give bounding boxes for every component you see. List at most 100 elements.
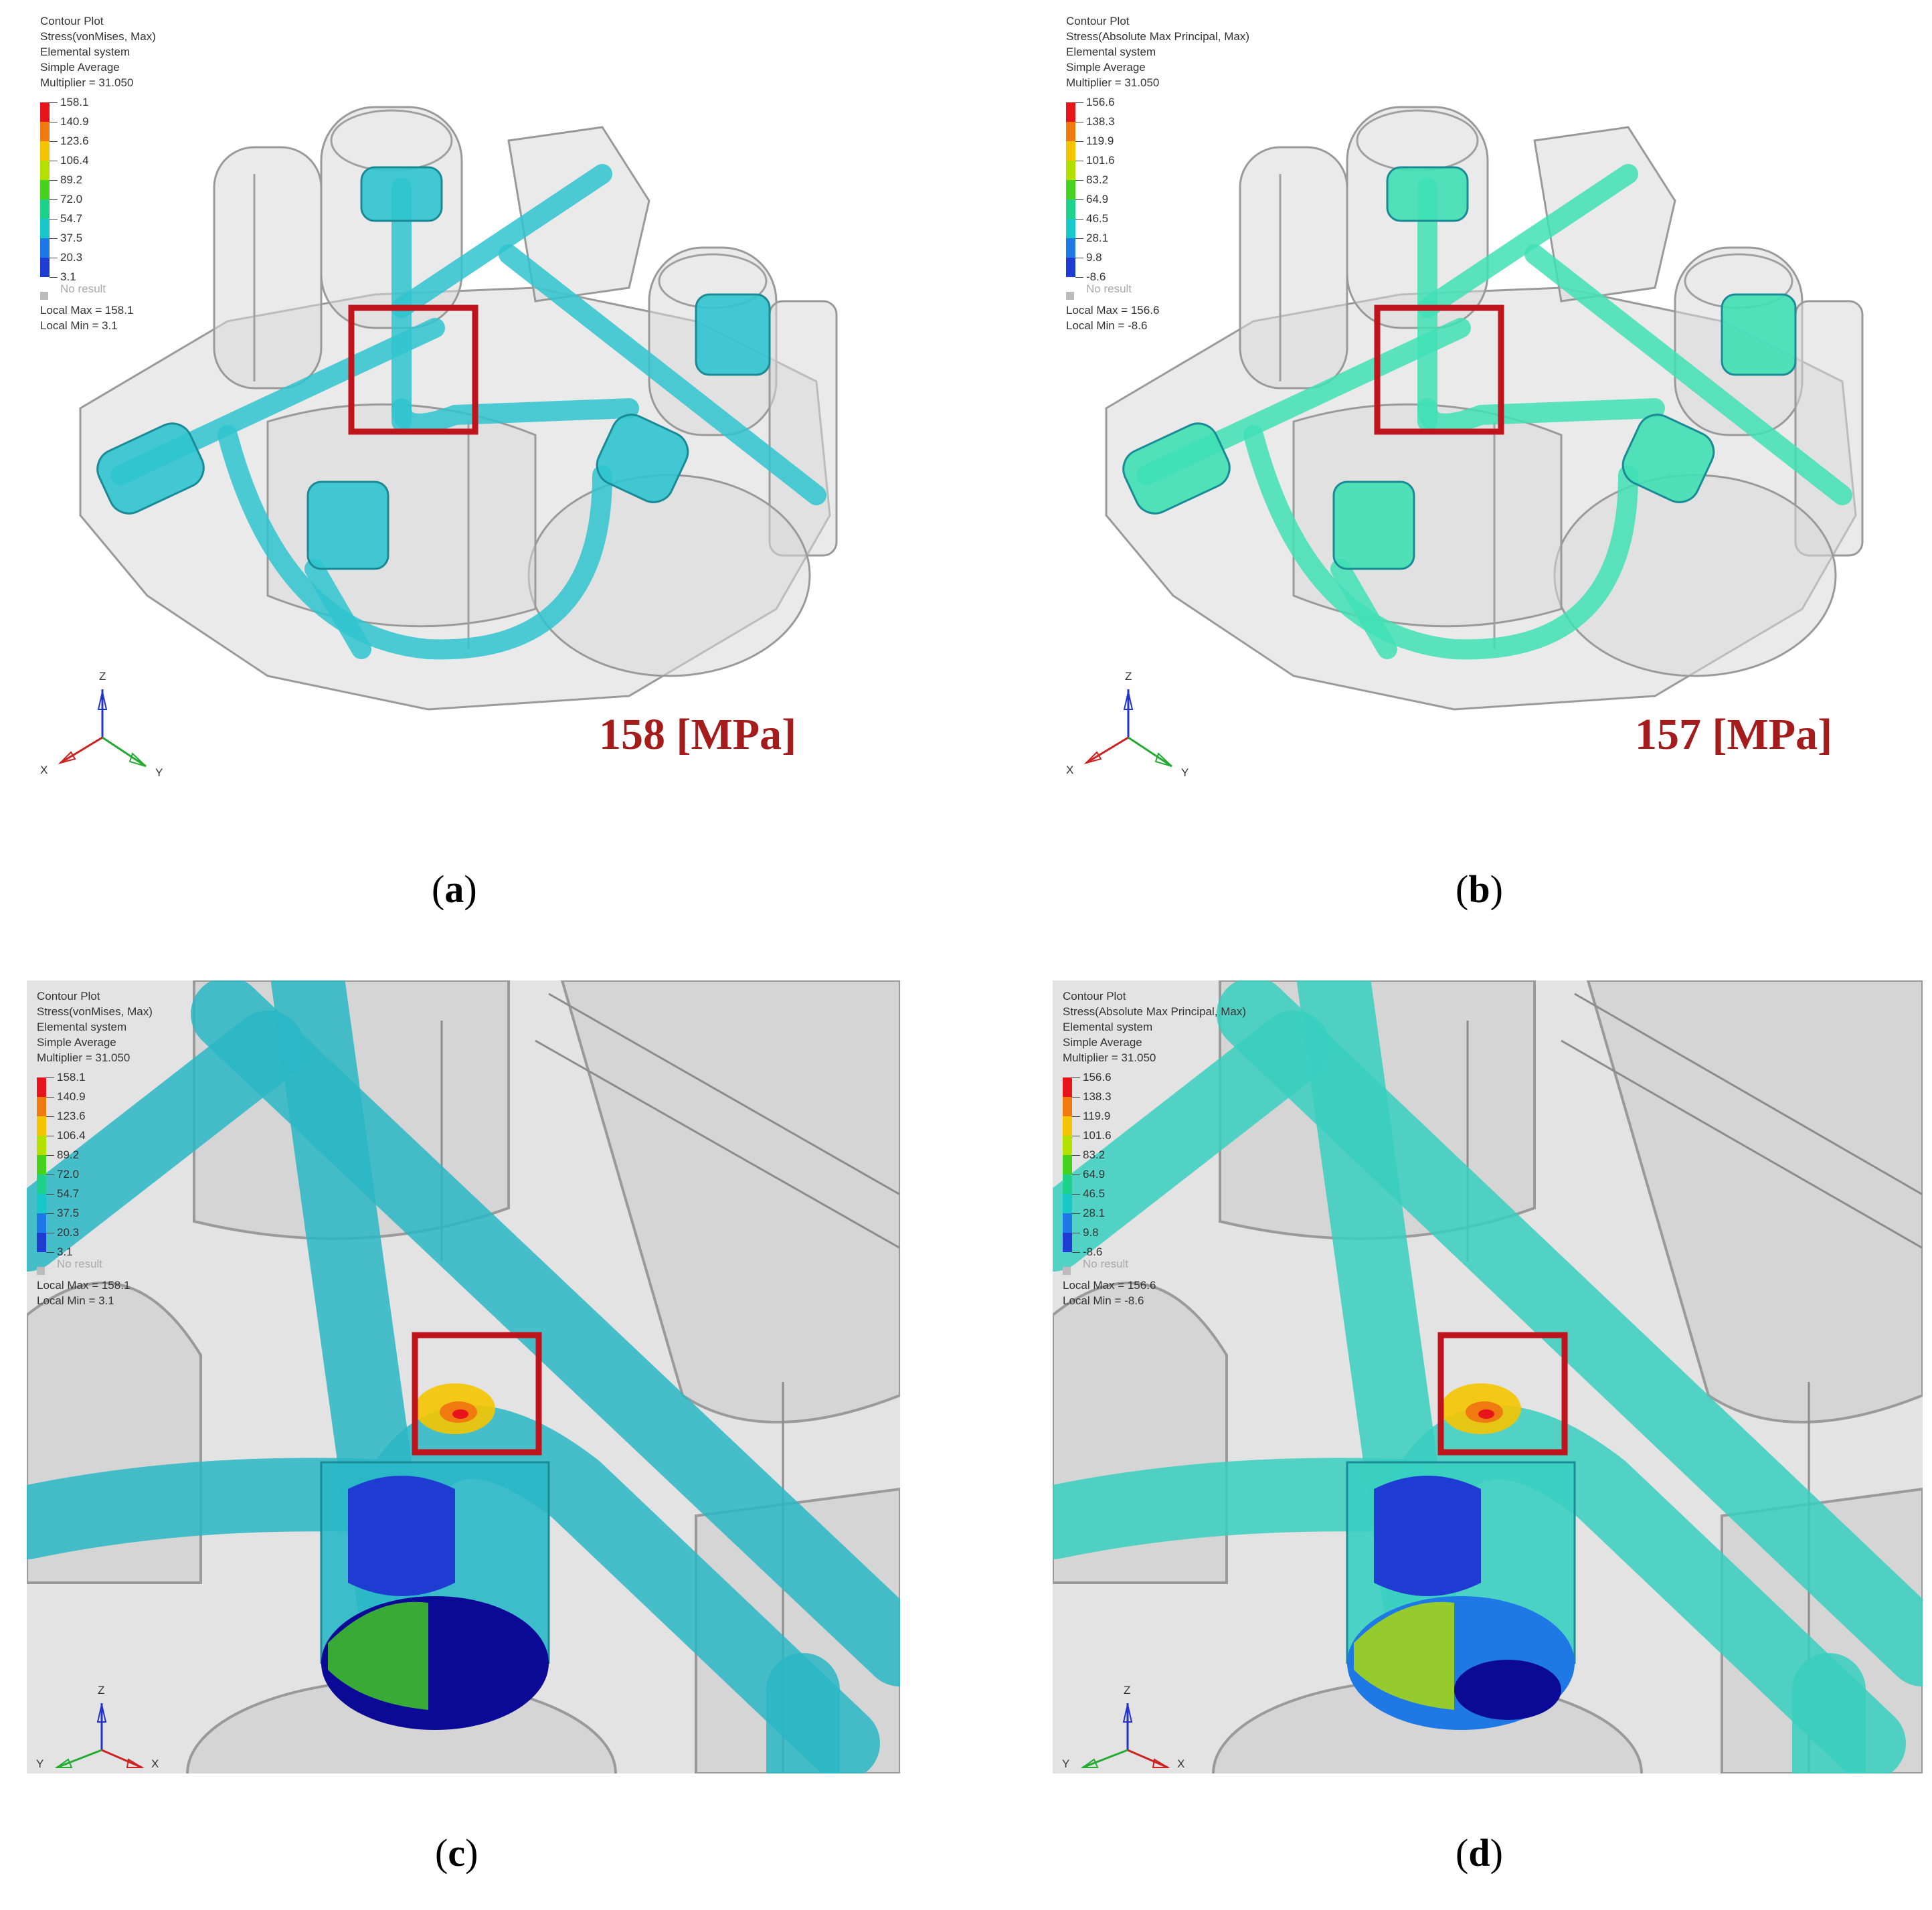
legend-swatch <box>1063 1233 1072 1252</box>
legend-swatch <box>40 141 50 161</box>
legend-level-label: 3.1 <box>57 1245 73 1258</box>
axis-z-label: Z <box>98 1684 104 1697</box>
legend-level-label: 72.0 <box>60 193 83 205</box>
legend-swatch <box>1066 258 1075 277</box>
caption-b: (b) <box>1456 867 1503 911</box>
legend-header-line: Multiplier = 31.050 <box>1066 76 1160 89</box>
local-max-label: Local Max = 156.6 <box>1066 304 1160 317</box>
panel-d-highlight-box <box>1437 1332 1568 1456</box>
legend-tick <box>1075 102 1083 103</box>
legend-tick <box>46 1116 54 1117</box>
legend-tick <box>46 1077 54 1078</box>
legend-swatch <box>37 1077 46 1097</box>
caption-c: (c) <box>435 1831 478 1875</box>
legend-swatch <box>37 1155 46 1175</box>
legend-level-label: 158.1 <box>60 96 89 108</box>
legend-header-line: Stress(vonMises, Max) <box>37 1005 153 1018</box>
legend-level-label: 72.0 <box>57 1168 80 1181</box>
legend-header-line: Contour Plot <box>1063 990 1126 1003</box>
legend-level-label: 138.3 <box>1086 115 1115 128</box>
legend-level-label: 20.3 <box>57 1226 80 1239</box>
legend-header-line: Elemental system <box>37 1021 127 1033</box>
legend-header-line: Contour Plot <box>1066 15 1130 27</box>
legend-swatch <box>1063 1077 1072 1097</box>
legend-level-label: 37.5 <box>60 232 83 244</box>
legend-tick <box>46 1097 54 1098</box>
legend-swatch <box>1066 199 1075 219</box>
legend-level-label: 54.7 <box>57 1187 80 1200</box>
panel-b-model-view: Z X Y <box>1066 106 1864 779</box>
legend-swatch <box>1066 219 1075 238</box>
legend-level-label: 46.5 <box>1083 1187 1106 1200</box>
legend-level-label: 83.2 <box>1086 173 1109 186</box>
legend-header-line: Simple Average <box>1066 61 1146 74</box>
axis-y-label: Y <box>1062 1757 1069 1770</box>
legend-level-label: -8.6 <box>1086 270 1106 283</box>
legend-tick <box>46 1155 54 1156</box>
legend-tick <box>1072 1116 1080 1117</box>
legend-swatch <box>1066 180 1075 199</box>
legend-tick <box>50 180 58 181</box>
legend-swatch <box>1066 102 1075 122</box>
axis-x-label: X <box>1177 1757 1184 1770</box>
panel-b-axis-triad: Z X Y <box>1066 670 1189 779</box>
legend-level-label: 123.6 <box>57 1110 86 1122</box>
legend-swatch <box>40 102 50 122</box>
legend-header-line: Simple Average <box>1063 1036 1142 1049</box>
caption-d-letter: d <box>1468 1831 1490 1875</box>
axis-z-label: Z <box>1125 670 1132 683</box>
local-min-label: Local Min = -8.6 <box>1066 319 1148 332</box>
axis-x-label: X <box>151 1757 159 1770</box>
legend-swatch <box>40 161 50 180</box>
panel-a-tubes <box>110 164 826 660</box>
caption-b-letter: b <box>1468 867 1490 911</box>
legend-tick <box>50 277 58 278</box>
legend-swatch <box>1066 161 1075 180</box>
legend-level-label: 140.9 <box>60 115 89 128</box>
legend-level-label: 119.9 <box>1083 1110 1111 1122</box>
legend-header-line: Simple Average <box>40 61 120 74</box>
legend-level-label: 37.5 <box>57 1207 80 1219</box>
legend-swatch <box>37 1175 46 1194</box>
legend-header-line: Elemental system <box>1063 1021 1153 1033</box>
axis-x-label: X <box>1066 764 1073 776</box>
legend-level-label: 46.5 <box>1086 212 1109 225</box>
panel-b-cups <box>1122 166 1797 570</box>
legend-header-line: Multiplier = 31.050 <box>1063 1051 1156 1064</box>
no-result-swatch <box>37 1267 45 1275</box>
legend-swatch <box>1063 1097 1072 1116</box>
legend-swatch <box>37 1097 46 1116</box>
local-max-label: Local Max = 158.1 <box>40 304 134 317</box>
legend-tick <box>1072 1097 1080 1098</box>
legend-swatch <box>1066 122 1075 141</box>
legend-swatch <box>40 122 50 141</box>
legend-swatch <box>40 219 50 238</box>
legend-level-label: 106.4 <box>60 154 89 167</box>
legend-swatch <box>40 180 50 199</box>
local-max-label: Local Max = 158.1 <box>37 1279 130 1292</box>
legend-swatch <box>1063 1136 1072 1155</box>
legend-header-line: Multiplier = 31.050 <box>37 1051 130 1064</box>
legend-tick <box>50 141 58 142</box>
legend-level-label: 123.6 <box>60 135 89 147</box>
legend-swatch <box>37 1213 46 1233</box>
legend-swatch <box>37 1116 46 1136</box>
legend-level-label: 89.2 <box>57 1148 80 1161</box>
legend-level-label: 28.1 <box>1086 232 1109 244</box>
panel-a-model-view: Z X Y <box>40 106 838 779</box>
legend-level-label: 3.1 <box>60 270 76 283</box>
legend-header-line: Stress(vonMises, Max) <box>40 30 156 43</box>
no-result-swatch <box>40 292 48 300</box>
legend-swatch <box>37 1194 46 1213</box>
legend-level-label: 54.7 <box>60 212 83 225</box>
legend-header-line: Contour Plot <box>40 15 104 27</box>
